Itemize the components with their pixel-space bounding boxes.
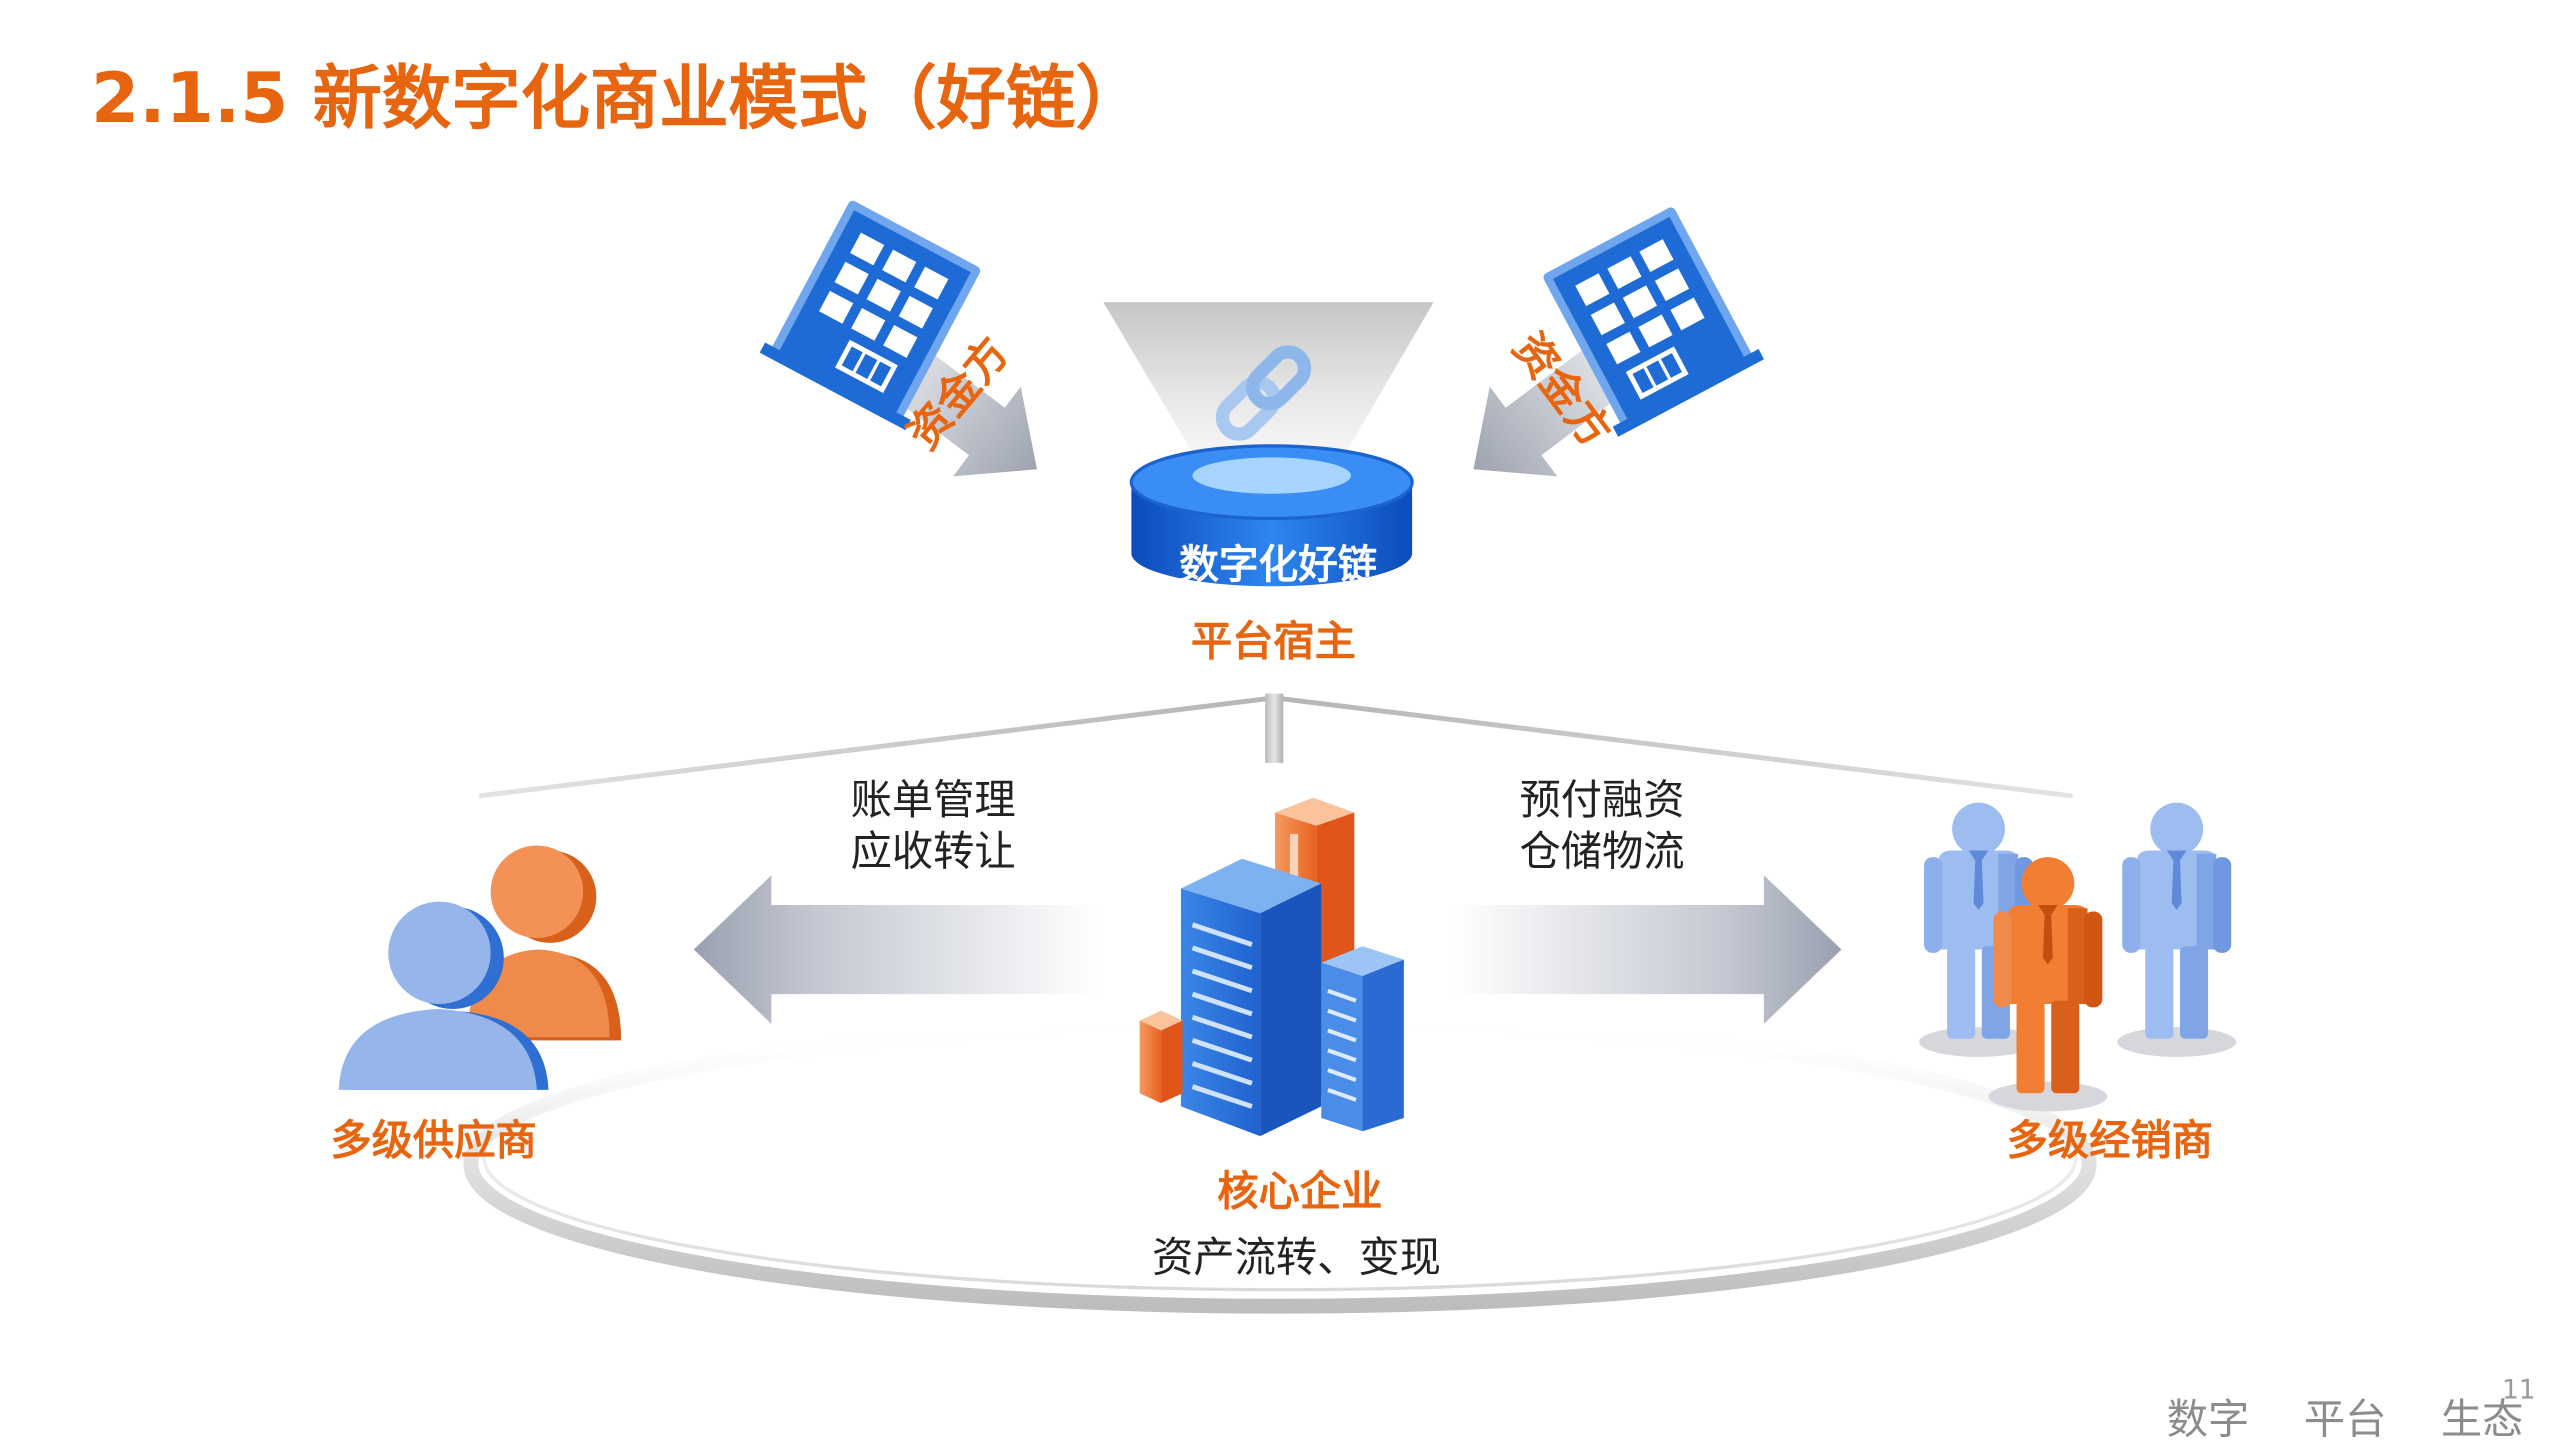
footer-word: 生态 — [2441, 1395, 2524, 1440]
page-number: 11 — [2502, 1375, 2536, 1406]
arrow-icon-left-flow — [693, 875, 1099, 1024]
connector-line-left — [478, 696, 1269, 799]
footer-word: 数字 — [2167, 1395, 2250, 1440]
footer-tagline: 数字 平台 生态 — [2167, 1395, 2524, 1440]
distributors-label: 多级经销商 — [2007, 1116, 2213, 1164]
arrow-icon — [887, 346, 1038, 477]
left-flow-line-2: 应收转让 — [851, 827, 1016, 875]
office-towers-icon — [1139, 797, 1404, 1137]
core-enterprise-caption: 资产流转、变现 — [1152, 1234, 1441, 1282]
right-flow-line-1: 预付融资 — [1519, 776, 1684, 824]
page-title: 2.1.5 新数字化商业模式（好链） — [91, 59, 1145, 139]
platform-disc-icon — [1129, 444, 1414, 587]
light-beam — [1103, 302, 1434, 453]
left-flow-line-1: 账单管理 — [851, 776, 1016, 824]
chain-link-icon — [1215, 345, 1312, 441]
arrow-icon-right-flow — [1453, 875, 1842, 1024]
arrow-icon — [1473, 346, 1624, 477]
left-flow-services: 账单管理 应收转让 — [851, 776, 1016, 875]
businessmen-icon — [1919, 802, 2237, 1112]
funder-right: 资金方 — [1473, 207, 1765, 477]
right-flow-line-2: 仓储物流 — [1519, 827, 1684, 875]
core-enterprise-label: 核心企业 — [1217, 1168, 1382, 1216]
right-flow-services: 预付融资 仓储物流 — [1519, 776, 1684, 875]
platform-disc-label: 数字化好链 — [1179, 542, 1377, 588]
platform-role-label: 平台宿主 — [1191, 618, 1356, 666]
users-icon — [338, 845, 622, 1090]
funder-left: 资金方 — [759, 200, 1038, 477]
building-icon — [1543, 207, 1765, 437]
connector-bar — [1265, 693, 1284, 763]
building-icon — [759, 200, 981, 431]
suppliers-label: 多级供应商 — [330, 1116, 536, 1164]
footer-word: 平台 — [2304, 1395, 2387, 1440]
platform-node: 数字化好链 平台宿主 — [1103, 302, 1434, 666]
connector-line-right — [1279, 696, 2073, 799]
